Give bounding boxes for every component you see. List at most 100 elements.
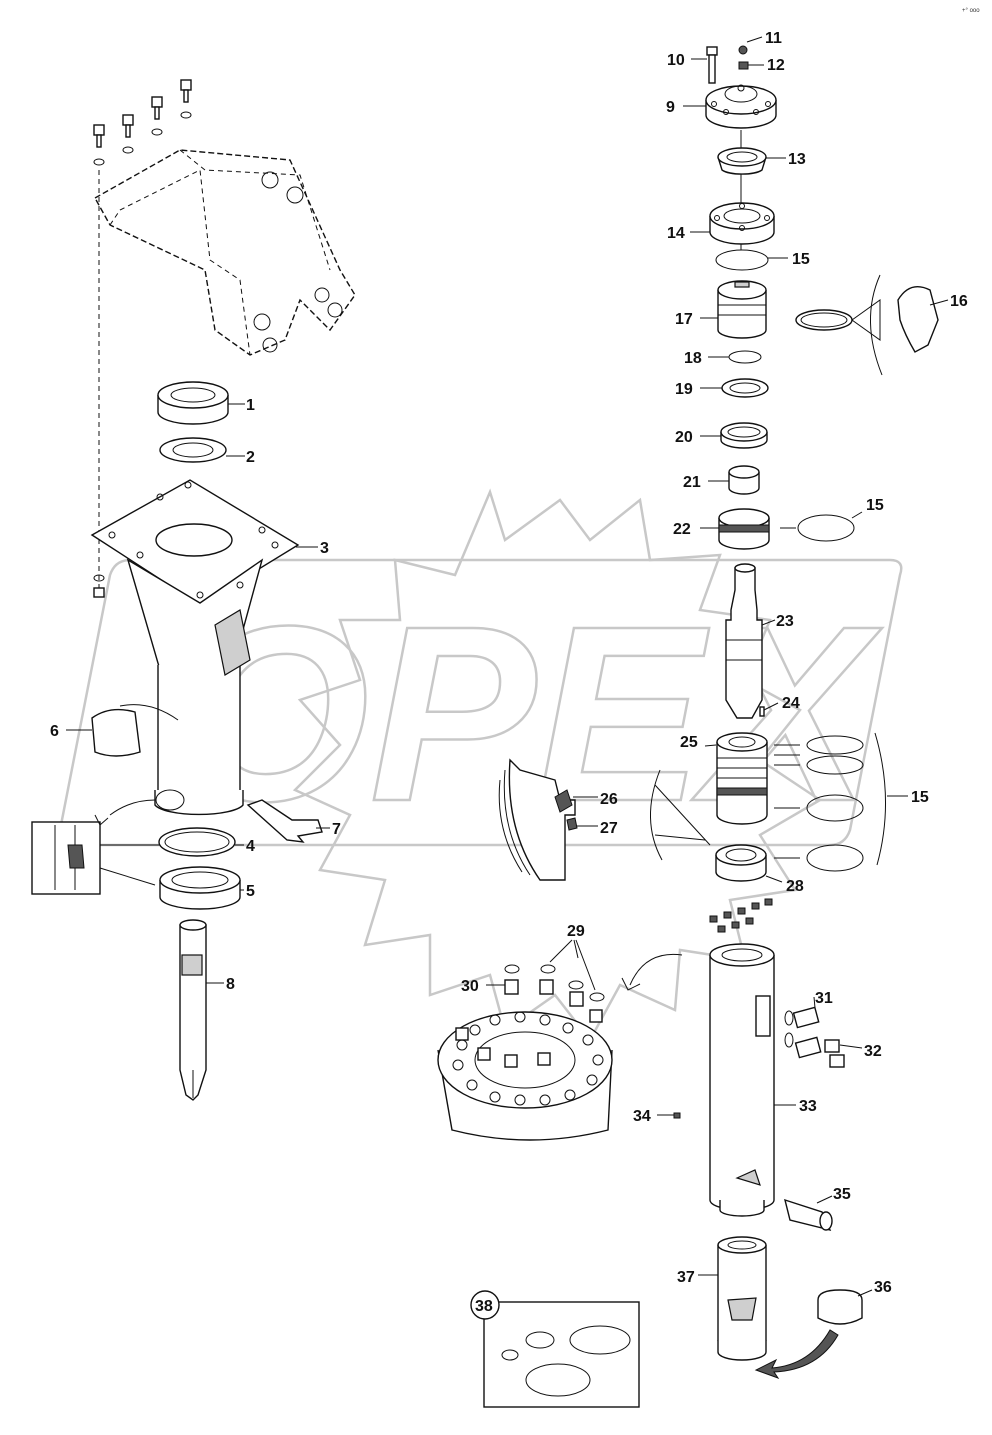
part-20-seal-ring [720,422,768,449]
part-36-cap [817,1289,863,1325]
callout-15c: 15 [911,789,929,806]
part-8-chisel [179,919,207,1101]
callout-18: 18 [684,350,702,367]
callout-17: 17 [675,311,693,328]
part-23-piston [725,563,763,719]
callout-34: 34 [633,1108,651,1125]
callout-32: 32 [864,1043,882,1060]
part-25-seal-carrier [716,732,768,825]
leader-24 [763,702,779,711]
part-15-seal-group [774,732,886,872]
callout-24: 24 [782,695,800,712]
part-29-washers [504,964,605,1002]
seal-section-detail [498,758,711,881]
part-9-cylinder-head [705,84,777,129]
leader-15b [851,511,863,519]
callout-30: 30 [461,978,479,995]
part-1-bushing [157,381,229,425]
part-7-retainer-clip [246,799,323,843]
part-21-sleeve [728,465,760,495]
part-4-o-ring [158,827,236,857]
part-15-o-ring-mid [797,514,855,542]
leader-35 [816,1195,833,1204]
callout-21: 21 [683,474,701,491]
part-35-plug-pin [784,1198,833,1232]
leader-16 [929,299,949,306]
part-12-screw [738,61,749,70]
callout-7: 7 [332,821,341,838]
part-18-disc [728,350,762,364]
assembly-arrow-36 [754,1329,839,1379]
leader-29 [549,939,596,991]
part-32-plugs [824,1039,845,1068]
part-16-seal [795,274,939,376]
callout-22: 22 [673,521,691,538]
leader-31 [813,996,816,1009]
leader-32 [839,1044,863,1049]
part-14-flange [709,202,775,245]
callout-26: 26 [600,791,618,808]
leader-11 [746,36,763,43]
part-19-washer [721,378,769,398]
callout-25: 25 [680,734,698,751]
part-3-housing [90,479,300,816]
callout-4: 4 [246,838,255,855]
part-22-valve-assembly [718,508,770,550]
bracket-bolts [93,79,192,166]
callout-11: 11 [765,30,782,47]
housing-nut [93,574,105,598]
leader-25 [704,744,717,747]
callout-36: 36 [874,1279,892,1296]
part-34-screw [673,1112,681,1119]
seal-detail-view [31,789,185,895]
callout-3: 3 [320,540,329,557]
callout-31: 31 [815,990,833,1007]
part-24-pin [759,706,765,717]
callout-14: 14 [667,225,685,242]
leader-36 [857,1289,873,1297]
mounting-bracket [94,149,356,356]
part-11-plug [738,45,748,55]
callout-6: 6 [50,723,59,740]
callout-27: 27 [600,820,618,837]
callout-16: 16 [950,293,968,310]
part-17-valve-body [717,280,767,339]
callout-8: 8 [226,976,235,993]
callout-37: 37 [677,1269,695,1286]
part-38-seal-kit [470,1290,640,1408]
callout-2: 2 [246,449,255,466]
callout-35: 35 [833,1186,851,1203]
part-5-lower-bushing [159,866,241,910]
assembly-arrowhead-29 [621,977,641,991]
part-6-half-shell [91,704,179,757]
callout-28: 28 [786,878,804,895]
callout-15a: 15 [792,251,810,268]
callout-15b: 15 [866,497,884,514]
part-13-seal-ring [717,147,767,175]
part-37-front-head [717,1236,767,1361]
part-2-washer [159,437,227,463]
watermark-gear [292,488,823,1043]
part-10-bolt [706,46,718,84]
leader-23 [761,619,776,626]
part-33-cylinder-body [709,943,775,1217]
part-31-valve-sleeves [784,1006,822,1059]
callout-38: 38 [475,1298,493,1315]
part-30-nuts [504,979,584,1007]
part-15-o-ring-top [715,249,769,271]
leader-28 [765,875,783,883]
callout-5: 5 [246,883,255,900]
callout-33: 33 [799,1098,817,1115]
callout-23: 23 [776,613,794,630]
corner-mark: +° ooo [962,8,980,14]
callout-20: 20 [675,429,693,446]
callout-9: 9 [666,99,675,116]
ring-nut-assembly [437,1009,613,1141]
part-28-lower-bushing [715,844,767,882]
callout-10: 10 [667,52,685,69]
callout-12: 12 [767,57,785,74]
callout-1: 1 [246,397,255,414]
callout-19: 19 [675,381,693,398]
assembly-arrow-29 [629,953,683,986]
